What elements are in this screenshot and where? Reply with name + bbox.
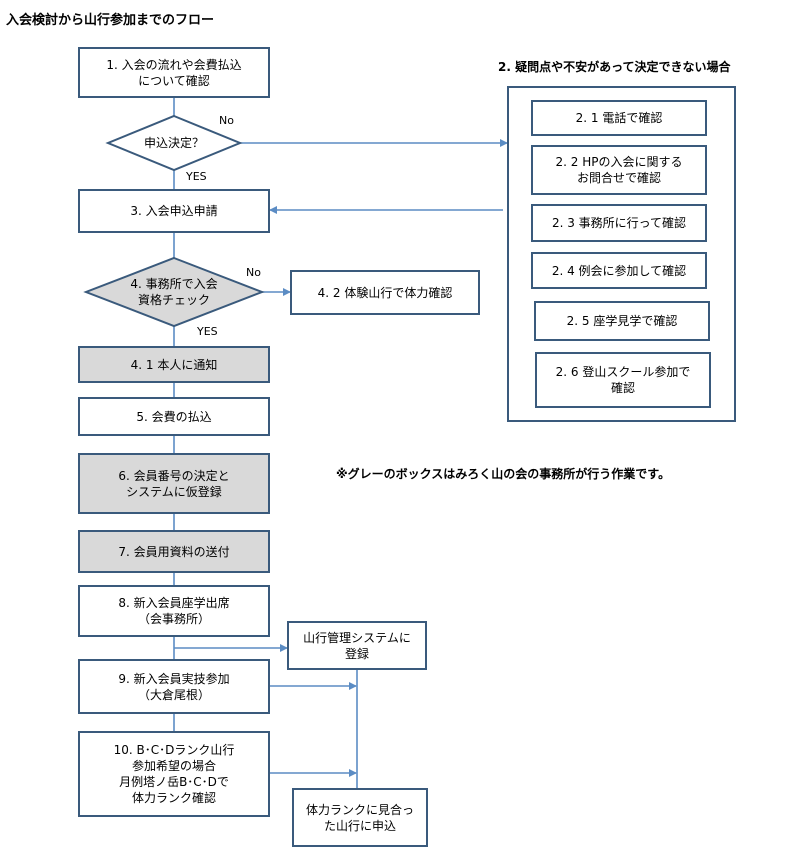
yes-label-4: YES [197, 325, 218, 338]
branch-group-frame [507, 86, 736, 422]
step-5-box: 5. 会費の払込 [78, 397, 270, 436]
page-title: 入会検討から山行参加までのフロー [6, 13, 215, 28]
step-4-2-box: 4. 2 体験山行で体力確認 [290, 270, 480, 315]
step-3-box: 3. 入会申込申請 [78, 189, 270, 233]
branch-step-2-6: 2. 6 登山スクール参加で 確認 [535, 352, 711, 408]
step-9-box: 9. 新入会員実技参加 （大倉尾根） [78, 659, 270, 714]
yes-label-1: YES [186, 170, 207, 183]
decision-1-label: 申込決定？ [143, 136, 204, 150]
branch-step-2-2: 2. 2 HPの入会に関する お問合せで確認 [531, 145, 707, 195]
step-1-box: 1. 入会の流れや会費払込 について確認 [78, 47, 270, 98]
branch-step-2-5: 2. 5 座学見学で確認 [534, 301, 710, 341]
branch-step-2-4: 2. 4 例会に参加して確認 [531, 252, 707, 289]
decision-diamond-1 [105, 114, 243, 172]
decision-4-label: 4. 事務所で入会 資格チェック [130, 277, 218, 307]
branch-step-2-3: 2. 3 事務所に行って確認 [531, 204, 707, 242]
branch-step-2-1: 2. 1 電話で確認 [531, 100, 707, 136]
apply-trip-box: 体力ランクに見合っ た山行に申込 [292, 788, 428, 847]
no-label-4: No [246, 266, 261, 279]
step-7-box: 7. 会員用資料の送付 [78, 530, 270, 573]
step-6-box: 6. 会員番号の決定と システムに仮登録 [78, 453, 270, 514]
step-8-box: 8. 新入会員座学出席 （会事務所） [78, 585, 270, 637]
gray-box-note: ※グレーのボックスはみろく山の会の事務所が行う作業です。 [336, 467, 671, 481]
step-4-1-box: 4. 1 本人に通知 [78, 346, 270, 383]
no-label-1: No [219, 114, 234, 127]
system-register-box: 山行管理システムに 登録 [287, 621, 427, 670]
branch-heading: 2. 疑問点や不安があって決定できない場合 [498, 60, 731, 74]
decision-diamond-4 [83, 256, 265, 328]
step-10-box: 10. B･C･Dランク山行 参加希望の場合 月例塔ノ岳B･C･Dで 体力ランク… [78, 731, 270, 817]
